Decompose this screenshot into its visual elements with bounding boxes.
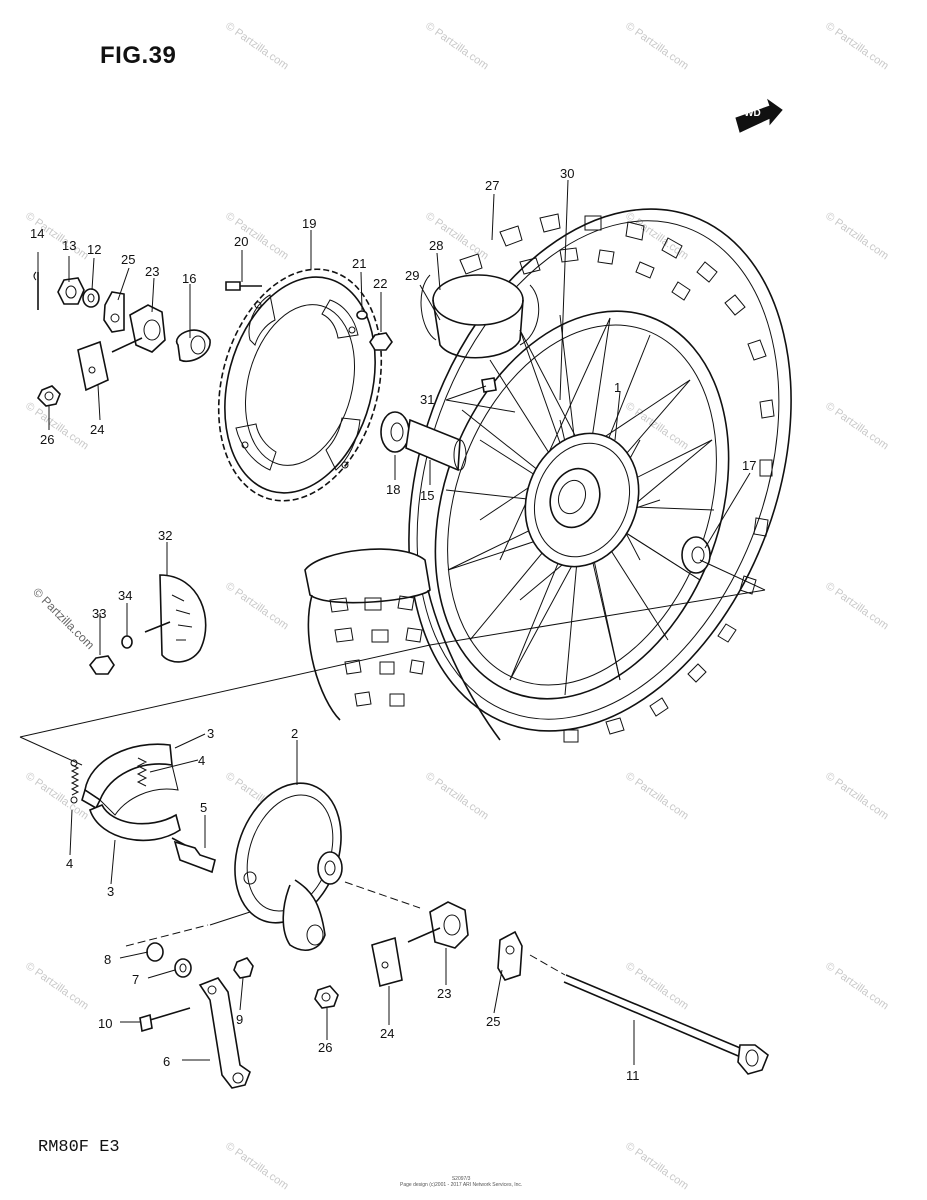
brake-panel	[234, 782, 343, 951]
callout-20: 20	[234, 234, 248, 249]
rear-sprocket	[217, 268, 383, 502]
callout-14: 14	[30, 226, 44, 241]
callout-25: 25	[121, 252, 135, 267]
footer-code: S2097/3	[451, 1176, 471, 1182]
callout-34: 34	[118, 588, 132, 603]
callout-3: 3	[107, 884, 114, 899]
callout-26: 26	[318, 1040, 332, 1055]
hub-bearings-and-spacer	[380, 377, 711, 574]
callout-9: 9	[236, 1012, 243, 1027]
callout-5: 5	[200, 800, 207, 815]
rim-band-and-tube	[420, 274, 540, 359]
torque-link-hardware	[139, 942, 254, 1089]
callout-24: 24	[90, 422, 104, 437]
axle-adjuster-hardware-top	[33, 271, 393, 407]
fwd-arrow-icon	[735, 98, 783, 133]
callout-3: 3	[207, 726, 214, 741]
callout-18: 18	[386, 482, 400, 497]
callout-27: 27	[485, 178, 499, 193]
brake-cam	[171, 837, 216, 874]
callout-23: 23	[437, 986, 451, 1001]
callout-30: 30	[560, 166, 574, 181]
model-code: RM80F E3	[38, 1138, 120, 1157]
rear-axle	[563, 974, 769, 1075]
callout-32: 32	[158, 528, 172, 543]
axle-adjuster-hardware-bottom	[314, 901, 523, 1009]
callout-8: 8	[104, 952, 111, 967]
callout-31: 31	[420, 392, 434, 407]
callout-13: 13	[62, 238, 76, 253]
callout-2: 2	[291, 726, 298, 741]
callout-1: 1	[614, 380, 621, 395]
callout-25: 25	[486, 1014, 500, 1029]
callout-21: 21	[352, 256, 366, 271]
figure-title: FIG.39	[100, 42, 177, 69]
footer-credit: Page design (c)2001 - 2017 ARI Network S…	[400, 1182, 523, 1188]
leader-lines	[19, 179, 766, 1065]
fwd-label: FWD	[738, 108, 761, 119]
callout-29: 29	[405, 268, 419, 283]
callout-28: 28	[429, 238, 443, 253]
callout-6: 6	[163, 1054, 170, 1069]
callout-23: 23	[145, 264, 159, 279]
callout-22: 22	[373, 276, 387, 291]
brake-shoes-and-springs	[70, 743, 181, 842]
callout-19: 19	[302, 216, 316, 231]
callout-24: 24	[380, 1026, 394, 1041]
callout-17: 17	[742, 458, 756, 473]
callout-33: 33	[92, 606, 106, 621]
rear-wheel-assembly	[408, 208, 792, 743]
page-footer: S2097/3 Page design (c)2001 - 2017 ARI N…	[400, 1176, 522, 1188]
callout-10: 10	[98, 1016, 112, 1031]
callout-15: 15	[420, 488, 434, 503]
callout-7: 7	[132, 972, 139, 987]
callout-numbers: 1 2 3 3 4 4 5 6 7 8 9 10 11 12 13 14 15 …	[30, 166, 756, 1083]
callout-12: 12	[87, 242, 101, 257]
callout-4: 4	[66, 856, 73, 871]
callout-26: 26	[40, 432, 54, 447]
tire-partial-view	[304, 548, 501, 741]
callout-11: 11	[626, 1068, 640, 1083]
callout-4: 4	[198, 753, 205, 768]
disc-guard-and-hardware	[88, 574, 207, 675]
callout-16: 16	[182, 271, 196, 286]
